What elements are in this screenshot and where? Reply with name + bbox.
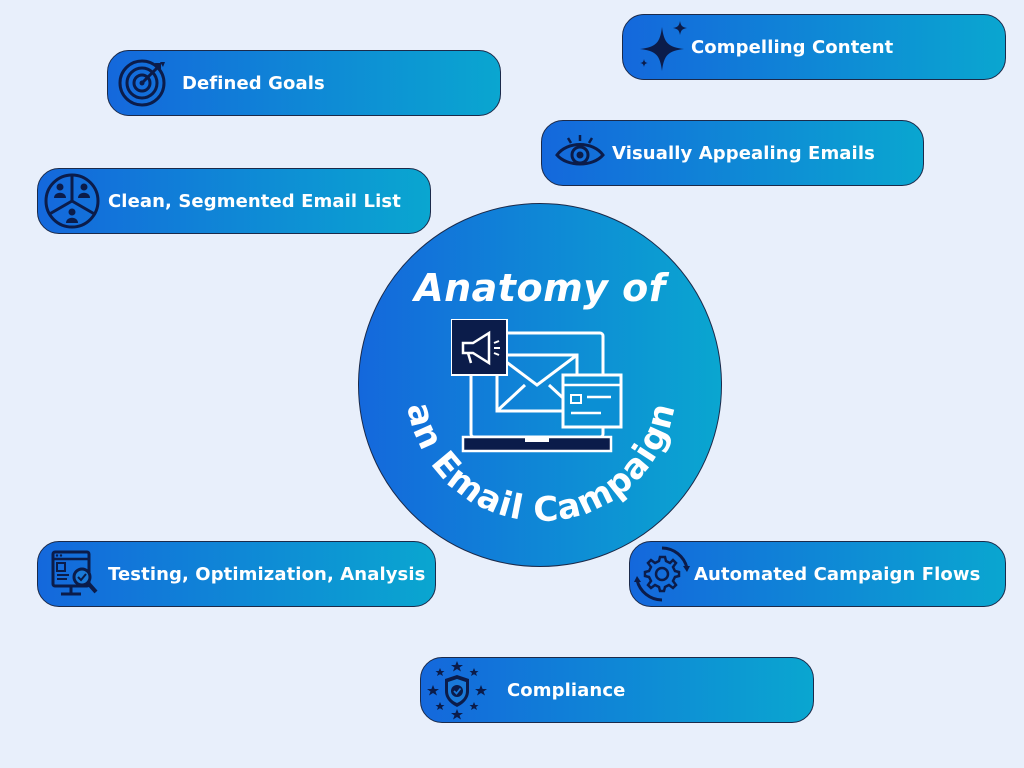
shield-check-icon (425, 659, 489, 721)
center-title-circle: Anatomy of an Email Campaign (358, 203, 722, 567)
item-label: Compliance (507, 679, 626, 701)
item-automated-campaign-flows: Automated Campaign Flows (629, 541, 1006, 607)
target-icon (114, 58, 170, 108)
laptop-email-illustration-icon (451, 319, 623, 453)
item-compelling-content: Compelling Content (622, 14, 1006, 80)
item-compliance: Compliance (420, 657, 814, 723)
item-testing-optimization-analysis: Testing, Optimization, Analysis (37, 541, 436, 607)
gear-cycle-icon (632, 544, 692, 604)
center-title-top: Anatomy of (414, 266, 666, 310)
item-label: Automated Campaign Flows (694, 563, 981, 585)
item-label: Compelling Content (691, 36, 894, 58)
segmented-users-icon (42, 172, 102, 230)
sparkle-icon (635, 19, 693, 75)
center-title-bottom-arc: an Email Campaign (398, 399, 684, 531)
item-label: Testing, Optimization, Analysis (108, 563, 426, 585)
center-title-bottom: an Email Campaign (398, 399, 683, 531)
svg-text:an Email Campaign: an Email Campaign (398, 399, 684, 531)
item-label: Visually Appealing Emails (612, 142, 875, 164)
eye-icon (552, 133, 608, 173)
item-visually-appealing-emails: Visually Appealing Emails (541, 120, 924, 186)
analysis-monitor-icon (48, 547, 104, 601)
item-segmented-email-list: Clean, Segmented Email List (37, 168, 431, 234)
item-label: Clean, Segmented Email List (108, 190, 401, 212)
item-defined-goals: Defined Goals (107, 50, 501, 116)
item-label: Defined Goals (182, 72, 325, 94)
